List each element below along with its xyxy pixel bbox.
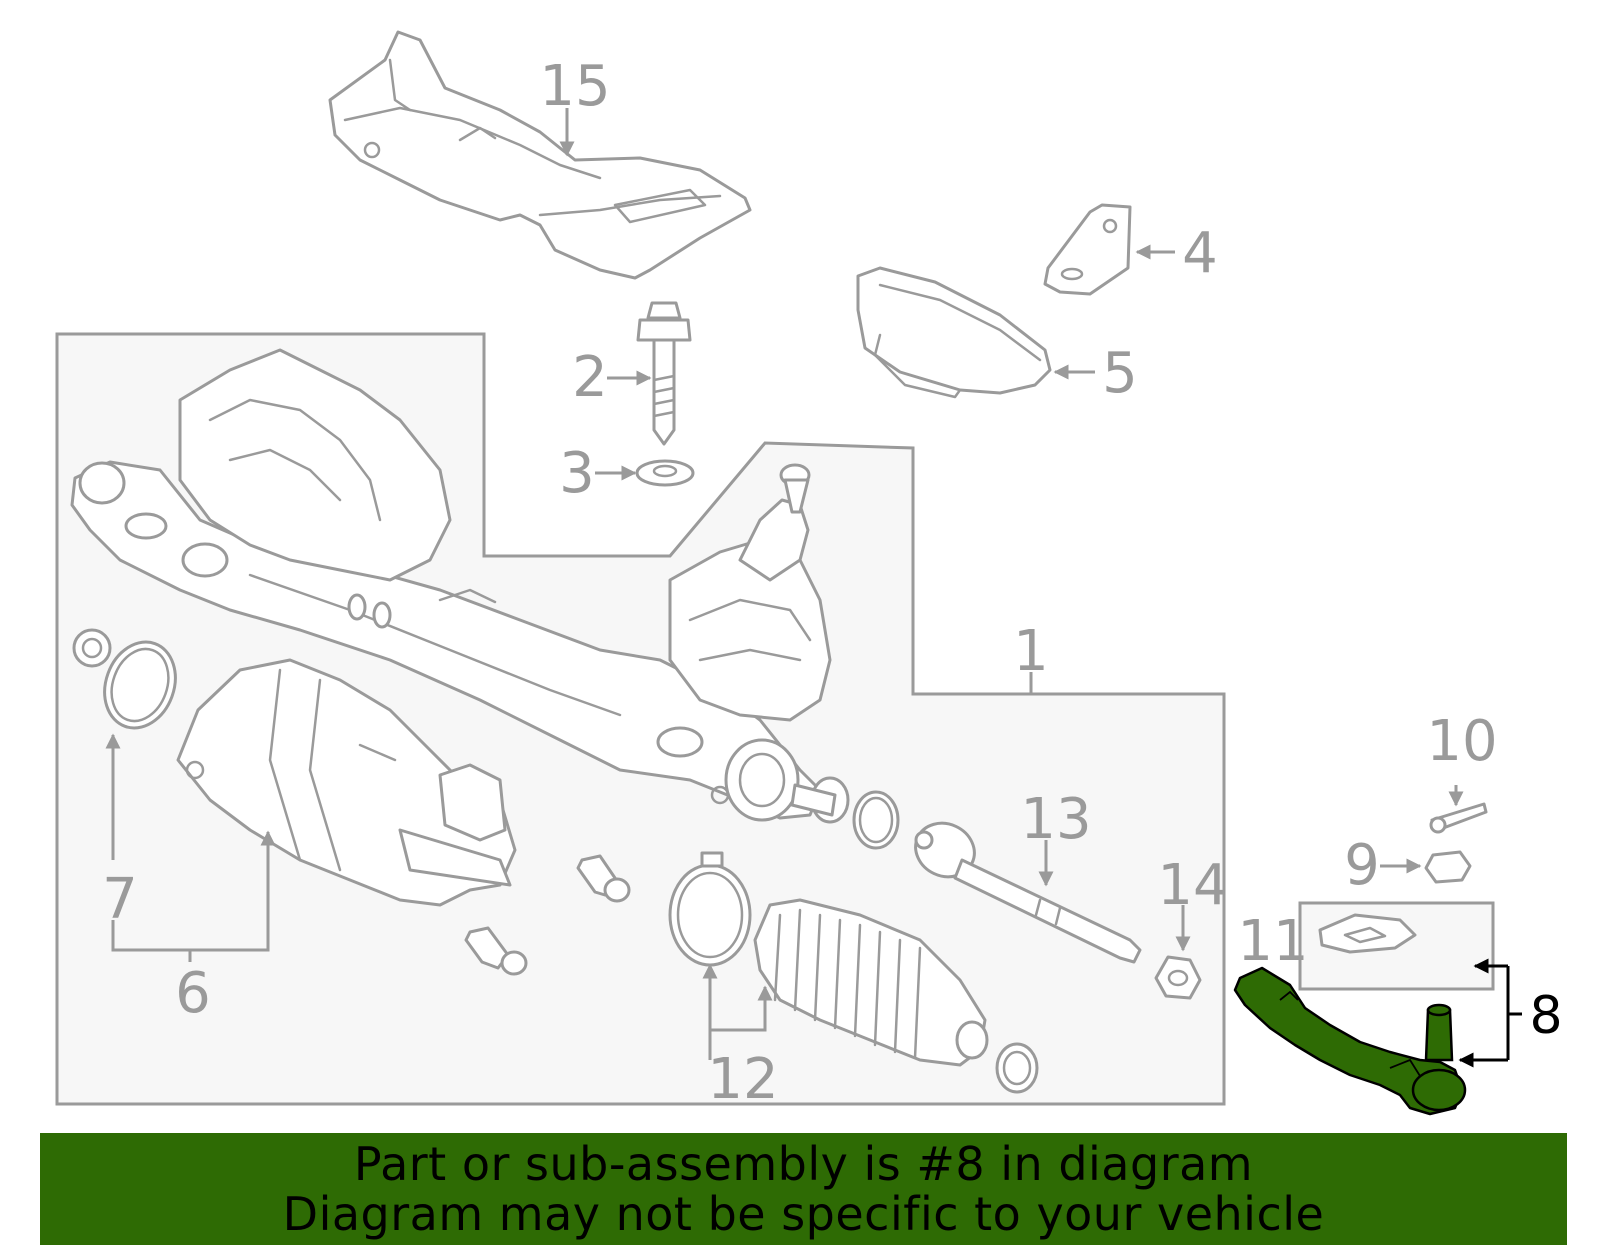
callout-3: 3 — [559, 441, 595, 506]
callout-14: 14 — [1157, 853, 1228, 918]
banner-line-2: Diagram may not be specific to your vehi… — [282, 1187, 1325, 1241]
info-banner: Part or sub-assembly is #8 in diagram Di… — [40, 1133, 1567, 1245]
callout-6: 6 — [175, 961, 211, 1026]
callout-2: 2 — [572, 345, 608, 410]
callout-9: 9 — [1344, 833, 1380, 898]
part-3-washer — [635, 459, 695, 487]
part-13-tie-rod — [914, 821, 1142, 964]
part-10-cotter-pin — [1429, 802, 1488, 834]
callout-10: 10 — [1426, 709, 1497, 774]
callout-12: 12 — [707, 1047, 778, 1112]
part-2-bolt — [636, 301, 692, 446]
part-8-tie-rod-end-highlight — [1233, 966, 1467, 1116]
callout-7: 7 — [102, 867, 138, 932]
callout-5: 5 — [1102, 341, 1138, 406]
callout-15: 15 — [539, 54, 610, 119]
banner-line-1: Part or sub-assembly is #8 in diagram — [353, 1137, 1254, 1191]
part-1-steering-rack — [70, 348, 850, 824]
part-4-bracket — [1043, 203, 1132, 296]
part-6-motor — [176, 658, 517, 907]
part-bolt-small-upper — [576, 854, 631, 903]
part-12-boot — [668, 790, 1039, 1094]
callout-1: 1 — [1013, 619, 1049, 684]
part-7-oring — [72, 628, 177, 730]
part-11-box — [1298, 901, 1495, 991]
part-9-nut — [1424, 850, 1472, 884]
callout-4: 4 — [1182, 221, 1218, 286]
part-bolt-small-lower — [464, 926, 528, 976]
callout-13: 13 — [1020, 787, 1091, 852]
callout-11: 11 — [1237, 909, 1308, 974]
part-5-grommet — [856, 266, 1052, 399]
part-15-shield — [328, 30, 752, 280]
callout-8: 8 — [1529, 986, 1562, 1046]
part-14-nut — [1154, 955, 1202, 1000]
leader-12b — [710, 985, 773, 1032]
